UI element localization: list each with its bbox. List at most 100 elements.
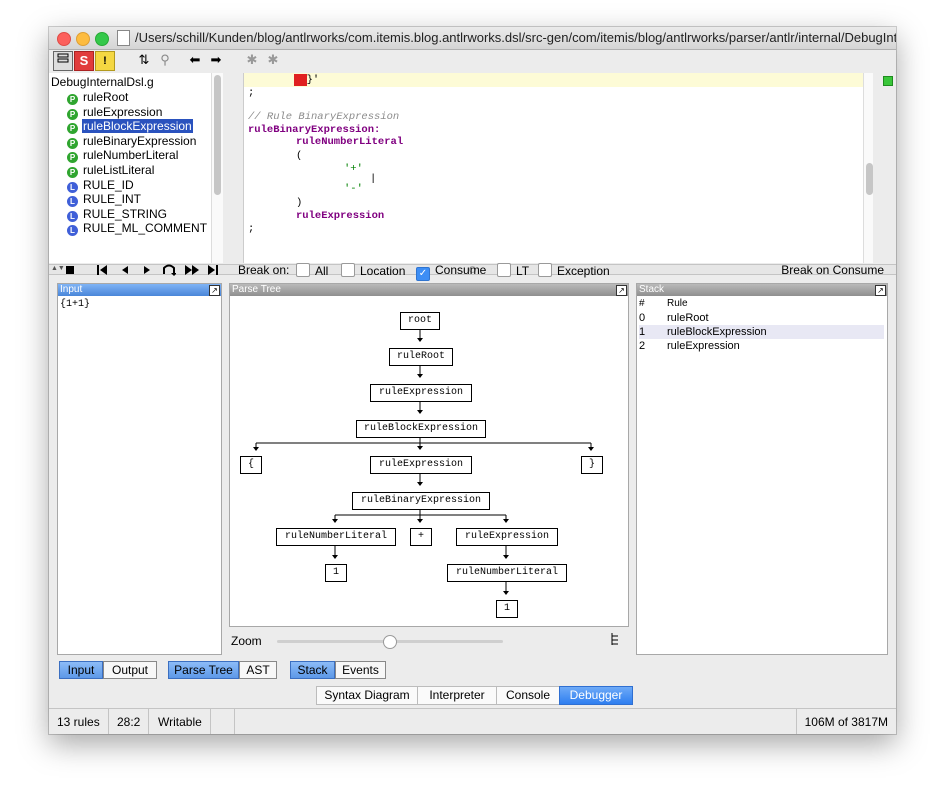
editor-scroll-thumb[interactable]	[866, 163, 873, 195]
tree-scroll-thumb[interactable]	[214, 75, 221, 195]
tree-node-left-literal[interactable]: ruleNumberLiteral	[276, 528, 396, 546]
tab-syntax-diagram[interactable]: Syntax Diagram	[316, 686, 418, 705]
status-ok-icon	[883, 76, 893, 86]
stop-icon[interactable]	[65, 265, 75, 275]
code-line: (	[296, 150, 303, 162]
tree-node-right-expression[interactable]: ruleExpression	[456, 528, 558, 546]
tab-output[interactable]: Output	[103, 661, 157, 679]
split-divider[interactable]: ▲▼	[49, 264, 896, 275]
parser-rule-icon: P	[67, 123, 78, 135]
zoom-window-button[interactable]	[95, 32, 109, 46]
tab-debugger[interactable]: Debugger	[559, 686, 633, 705]
go-to-end-icon[interactable]	[208, 265, 219, 275]
zoom-slider-knob[interactable]	[383, 635, 397, 649]
tree-root-label[interactable]: DebugInternalDsl.g	[51, 75, 154, 89]
step-backward-icon[interactable]	[120, 265, 130, 275]
close-window-button[interactable]	[57, 32, 71, 46]
code-line: }'	[306, 74, 320, 86]
break-exception-checkbox[interactable]	[538, 263, 552, 277]
warning-icon[interactable]: !	[95, 51, 115, 71]
stack-row-rule: ruleExpression	[667, 340, 740, 352]
current-line-highlight	[244, 73, 874, 87]
tab-console[interactable]: Console	[496, 686, 560, 705]
break-lt-checkbox[interactable]	[497, 263, 511, 277]
tree-node-root[interactable]: root	[400, 312, 440, 330]
tree-node-left-value[interactable]: 1	[325, 564, 347, 582]
debugger-status: Break on Consume	[781, 263, 884, 277]
tab-input[interactable]: Input	[59, 661, 103, 679]
tab-parse-tree[interactable]: Parse Tree	[168, 661, 239, 679]
debug-icon[interactable]: ✱	[246, 52, 258, 67]
step-forward-icon[interactable]	[142, 265, 152, 275]
tab-stack[interactable]: Stack	[290, 661, 335, 679]
tab-interpreter[interactable]: Interpreter	[417, 686, 497, 705]
document-icon	[117, 30, 130, 46]
maximize-icon[interactable]: ↗	[616, 285, 627, 296]
go-to-start-icon[interactable]	[97, 265, 108, 275]
forward-arrow-icon[interactable]: ➡	[210, 52, 222, 67]
tree-node-right-value[interactable]: 1	[496, 600, 518, 618]
tree-node-plus[interactable]: +	[410, 528, 432, 546]
step-over-icon[interactable]	[162, 264, 176, 276]
input-text: {1+1}	[60, 299, 91, 310]
break-consume-checkbox[interactable]: ✓	[416, 267, 430, 281]
tree-node-rule-root[interactable]: ruleRoot	[389, 348, 453, 366]
break-consume-option[interactable]: ✓Consume	[416, 263, 486, 281]
stack-row-rule: ruleRoot	[667, 312, 709, 324]
tree-item-label: RULE_ID	[83, 177, 134, 192]
tree-toggle-icon[interactable]	[53, 51, 73, 71]
break-location-checkbox[interactable]	[341, 263, 355, 277]
break-location-option[interactable]: Location	[341, 263, 405, 278]
tree-node-rule-block-expression[interactable]: ruleBlockExpression	[356, 420, 486, 438]
divider-handle[interactable]	[469, 266, 476, 273]
debugger-pane: Break on: All Location ✓Consume LT Excep…	[49, 260, 896, 687]
syntax-check-icon[interactable]: S	[74, 51, 94, 71]
tree-node-inner-expression[interactable]: ruleExpression	[370, 456, 472, 474]
find-icon[interactable]: ⚲	[160, 52, 170, 67]
code-editor[interactable]: __}' ; // Rule BinaryExpression ruleBina…	[243, 73, 874, 263]
maximize-icon[interactable]: ↗	[209, 285, 220, 296]
tree-scrollbar[interactable]	[211, 73, 223, 263]
editor-scrollbar[interactable]	[863, 73, 874, 263]
back-arrow-icon[interactable]: ⬅	[189, 52, 201, 67]
tab-ast[interactable]: AST	[239, 661, 277, 679]
stack-col-rule: Rule	[667, 298, 688, 309]
tree-item-label: RULE_ML_COMMENT	[83, 221, 208, 236]
tree-node-rule-expression[interactable]: ruleExpression	[370, 384, 472, 402]
sort-icon[interactable]: ⇅	[138, 52, 150, 67]
break-lt-option[interactable]: LT	[497, 263, 529, 278]
stack-row-index: 2	[639, 340, 646, 352]
tree-node-rbrace[interactable]: }	[581, 456, 603, 474]
tree-layout-icon[interactable]	[610, 632, 622, 646]
tree-item-label: RULE_STRING	[83, 206, 168, 221]
zoom-slider[interactable]	[277, 635, 503, 649]
stack-col-index: #	[639, 298, 645, 309]
debug-remote-icon[interactable]: ✱	[267, 52, 279, 67]
stack-row[interactable]: 2 ruleExpression	[639, 339, 884, 353]
tree-node-binary-expression[interactable]: ruleBinaryExpression	[352, 492, 490, 510]
tree-node-lbrace[interactable]: {	[240, 456, 262, 474]
break-all-checkbox[interactable]	[296, 263, 310, 277]
collapse-arrows-icon[interactable]: ▲▼	[51, 265, 65, 272]
fast-forward-icon[interactable]	[185, 265, 199, 275]
break-exception-option[interactable]: Exception	[538, 263, 610, 278]
break-all-option[interactable]: All	[296, 263, 328, 278]
minimize-window-button[interactable]	[76, 32, 90, 46]
tree-node-right-literal[interactable]: ruleNumberLiteral	[447, 564, 567, 582]
tab-events[interactable]: Events	[335, 661, 386, 679]
maximize-icon[interactable]: ↗	[875, 285, 886, 296]
parser-rule-icon: P	[67, 152, 78, 164]
